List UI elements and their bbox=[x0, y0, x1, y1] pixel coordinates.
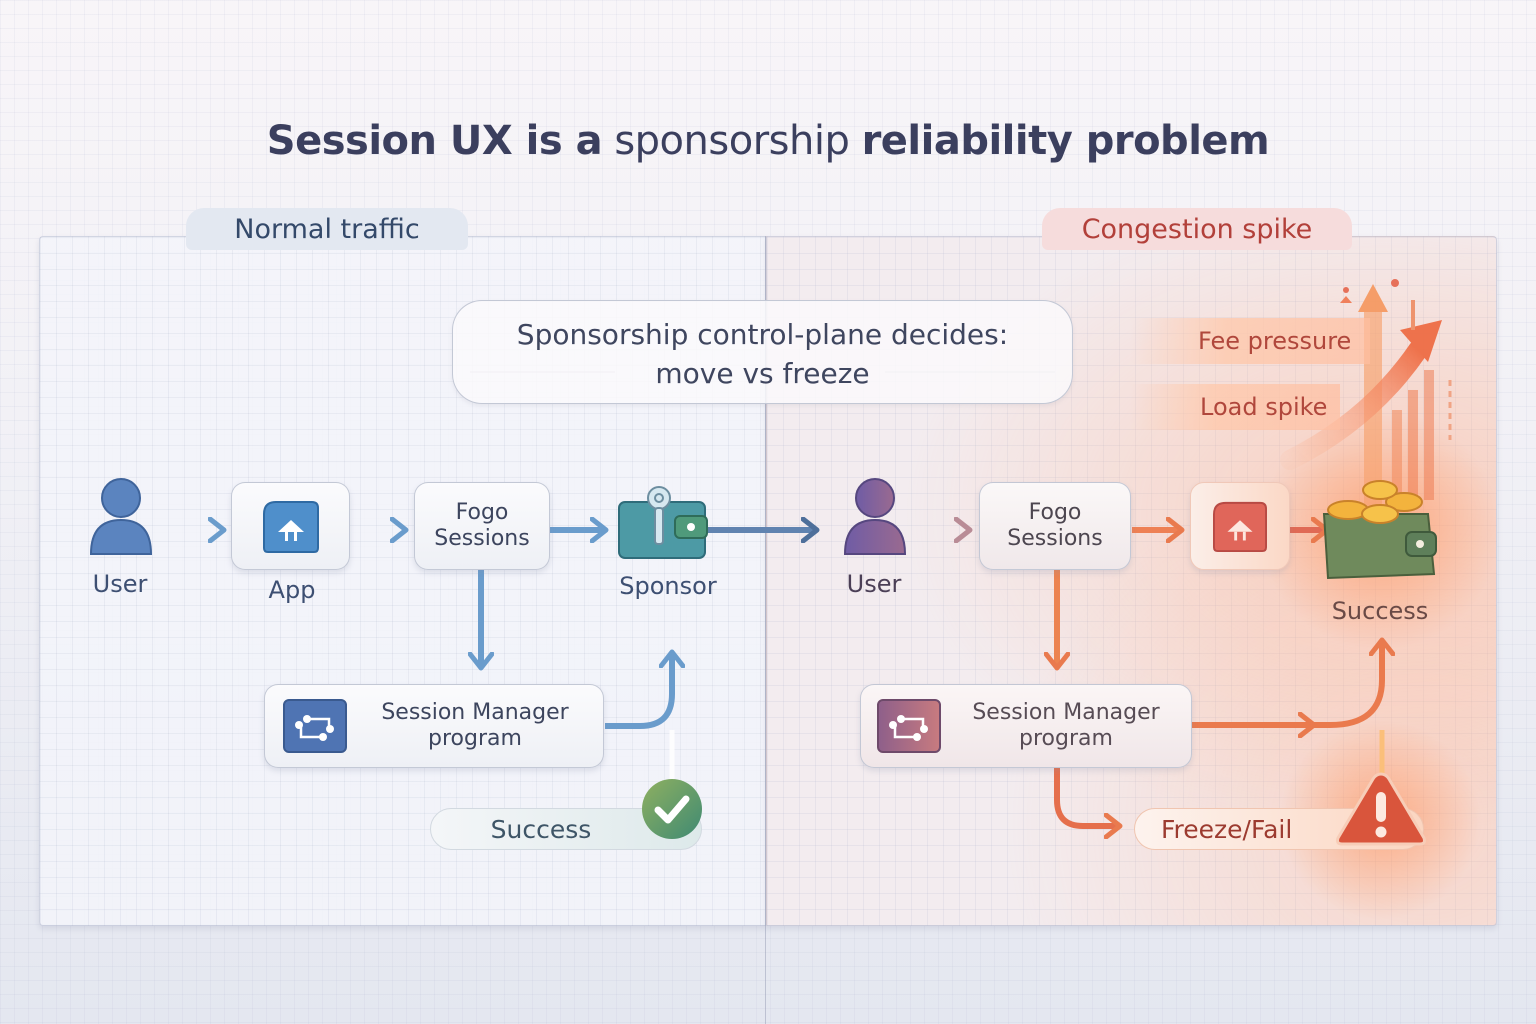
session-manager-node: Session Manager program bbox=[264, 684, 604, 768]
warning-icon bbox=[1336, 772, 1426, 846]
app-node bbox=[231, 482, 350, 570]
manager-line1: Session Manager bbox=[381, 700, 569, 725]
fogo-line2: Sessions bbox=[434, 526, 530, 551]
app-label: App bbox=[268, 576, 316, 604]
congested-session-manager-node: Session Manager program bbox=[860, 684, 1192, 768]
arrow-manager-to-success bbox=[1192, 642, 1382, 728]
sponsor-label: Sponsor bbox=[619, 572, 717, 600]
fogo-line1: Fogo bbox=[455, 500, 509, 525]
freeze-fail-label: Freeze/Fail bbox=[1161, 814, 1293, 844]
congested-success-label: Success bbox=[1331, 597, 1429, 625]
panel-divider bbox=[765, 236, 766, 1024]
page-title: Session UX is a sponsorship reliability … bbox=[0, 118, 1536, 164]
congestion-spike-label: Congestion spike bbox=[1042, 208, 1352, 250]
congested-manager-line1: Session Manager bbox=[972, 700, 1160, 725]
congested-fogo-line2: Sessions bbox=[1007, 526, 1103, 551]
congested-manager-line2: program bbox=[1019, 726, 1113, 751]
load-spike-label: Load spike bbox=[1130, 384, 1340, 430]
arrow-manager-to-fail bbox=[1054, 768, 1118, 826]
control-plane-box: Sponsorship control-plane decides: move … bbox=[452, 300, 1073, 404]
program-flow-icon bbox=[283, 699, 347, 753]
user-icon bbox=[89, 478, 153, 555]
app-icon bbox=[262, 501, 319, 553]
congested-user-label: User bbox=[846, 570, 902, 598]
arrow-manager-to-sponsor bbox=[605, 654, 672, 729]
control-plane-line2: move vs freeze bbox=[655, 357, 870, 390]
congested-app-node bbox=[1190, 482, 1290, 570]
fee-pressure-text: Fee pressure bbox=[1198, 327, 1352, 355]
congested-user-icon bbox=[843, 478, 907, 555]
title-bold-2: reliability problem bbox=[861, 118, 1270, 164]
congested-program-flow-icon bbox=[877, 699, 941, 753]
sponsor-wallet-key-icon bbox=[618, 486, 708, 559]
checkmark-icon bbox=[642, 779, 702, 839]
congested-fogo-line1: Fogo bbox=[1028, 500, 1082, 525]
success-label: Success bbox=[490, 814, 592, 844]
congested-app-icon bbox=[1213, 501, 1267, 553]
normal-traffic-label: Normal traffic bbox=[186, 208, 468, 250]
control-plane-line1: Sponsorship control-plane decides: bbox=[516, 318, 1009, 351]
user-label: User bbox=[92, 570, 148, 598]
manager-line2: program bbox=[428, 726, 522, 751]
fee-pressure-label: Fee pressure bbox=[1130, 318, 1370, 364]
title-light: sponsorship bbox=[614, 118, 850, 164]
load-spike-text: Load spike bbox=[1200, 393, 1328, 421]
title-bold-1: Session UX is a bbox=[266, 118, 603, 164]
wallet-coins-icon bbox=[1322, 480, 1437, 580]
